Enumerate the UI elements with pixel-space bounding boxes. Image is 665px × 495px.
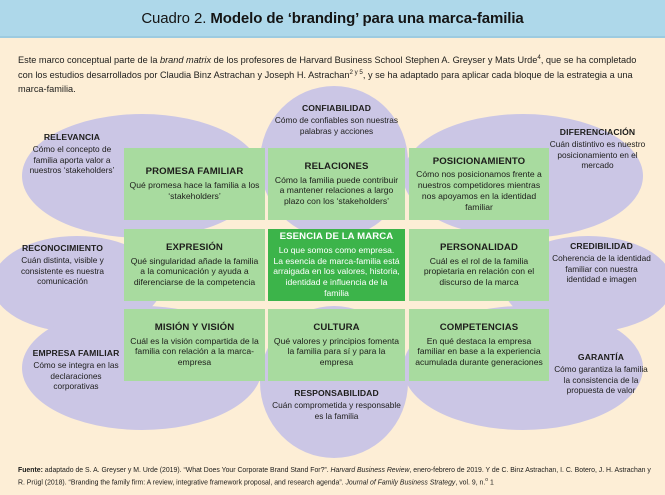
source-text3: , vol. 9, n. <box>455 479 486 487</box>
label-empresa-familiar-desc: Cómo se integra en las declaraciones cor… <box>33 360 119 392</box>
box-expresion-title: EXPRESIÓN <box>166 242 223 253</box>
box-posicionamiento-desc: Cómo nos posicionamos frente a nuestros … <box>416 169 542 212</box>
label-diferenciacion-title: DIFERENCIACIÓN <box>559 127 636 137</box>
intro-part4: , y se ha adaptado para aplicar cada blo… <box>18 69 633 94</box>
label-reconocimiento-desc: Cuán distinta, visible y consistente es … <box>20 255 105 287</box>
box-promesa-familiar[interactable]: PROMESA FAMILIAR Qué promesa hace la fam… <box>124 148 265 220</box>
intro-footnote-ref-1: 4 <box>537 54 541 62</box>
box-competencias[interactable]: COMPETENCIAS En qué destaca la empresa f… <box>409 309 549 381</box>
source-note: Fuente: adaptado de S. A. Greyser y M. U… <box>18 465 652 489</box>
figure-number: Cuadro 2. <box>141 9 207 27</box>
branding-model-diagram: PROMESA FAMILIAR Qué promesa hace la fam… <box>0 86 665 458</box>
box-mision-y-vision-desc: Cuál es la visión compartida de la famil… <box>130 335 259 368</box>
box-promesa-familiar-desc: Qué promesa hace la familia a los ‘stake… <box>129 179 260 201</box>
box-esencia-de-la-marca[interactable]: ESENCIA DE LA MARCA Lo que somos como em… <box>268 229 405 301</box>
box-personalidad-desc: Cuál es el rol de la familia propietaria… <box>423 255 535 288</box>
source-text1: adaptado de S. A. Greyser y M. Urde (201… <box>42 466 331 474</box>
box-expresion-desc: Qué singularidad añade la familia a la c… <box>130 255 259 288</box>
box-relaciones-desc: Cómo la familia puede contribuir a mante… <box>274 174 399 207</box>
label-empresa-familiar[interactable]: EMPRESA FAMILIAR Cómo se integra en las … <box>30 348 122 392</box>
source-journal-hbr: Harvard Business Review <box>330 466 410 474</box>
box-personalidad[interactable]: PERSONALIDAD Cuál es el rol de la famili… <box>409 229 549 301</box>
box-relaciones-title: RELACIONES <box>304 161 369 172</box>
box-cultura-title: CULTURA <box>313 322 360 333</box>
label-credibilidad[interactable]: CREDIBILIDAD Coherencia de la identidad … <box>548 241 655 285</box>
label-relevancia-desc: Cómo el concepto de familia aporta valor… <box>29 144 115 176</box>
intro-footnote-ref-2: 2 y 5 <box>349 68 363 76</box>
intro-paragraph: Este marco conceptual parte de la brand … <box>18 53 650 96</box>
source-journal-jfbs: Journal of Family Business Strategy <box>345 479 456 487</box>
source-ordinal-marker: o <box>485 477 489 484</box>
label-diferenciacion[interactable]: DIFERENCIACIÓN Cuán distintivo es nuestr… <box>545 127 650 171</box>
label-responsabilidad-desc: Cuán comprometida y responsable es la fa… <box>272 400 401 421</box>
page-title: Cuadro 2. Modelo de ‘branding’ para una … <box>141 10 523 27</box>
intro-italic-brand-matrix: brand matrix <box>159 55 212 66</box>
label-reconocimiento[interactable]: RECONOCIMIENTO Cuán distinta, visible y … <box>6 243 119 287</box>
label-confiabilidad[interactable]: CONFIABILIDAD Cómo de confiables son nue… <box>268 103 405 136</box>
label-relevancia[interactable]: RELEVANCIA Cómo el concepto de familia a… <box>22 132 122 176</box>
box-cultura-desc: Qué valores y principios fomenta la fami… <box>273 335 400 368</box>
figure-title-bar: Cuadro 2. Modelo de ‘branding’ para una … <box>0 0 665 38</box>
label-reconocimiento-title: RECONOCIMIENTO <box>22 243 103 253</box>
box-personalidad-title: PERSONALIDAD <box>440 242 518 253</box>
source-text2: , enero-febrero de 2019. Y de C. Binz As… <box>18 466 651 487</box>
box-esencia-de-la-marca-title: ESENCIA DE LA MARCA <box>279 231 394 243</box>
box-mision-y-vision[interactable]: MISIÓN Y VISIÓN Cuál es la visión compar… <box>124 309 265 381</box>
box-competencias-title: COMPETENCIAS <box>439 322 519 333</box>
label-credibilidad-title: CREDIBILIDAD <box>570 241 633 251</box>
box-relaciones[interactable]: RELACIONES Cómo la familia puede contrib… <box>268 148 405 220</box>
source-text4: 1 <box>488 479 494 487</box>
label-garantia[interactable]: GARANTÍA Cómo garantiza la familia la co… <box>551 352 651 396</box>
box-posicionamiento[interactable]: POSICIONAMIENTO Cómo nos posicionamos fr… <box>409 148 549 220</box>
label-diferenciacion-desc: Cuán distintivo es nuestro posicionamien… <box>549 139 646 171</box>
intro-part2: de los profesores de Harvard Business Sc… <box>211 55 538 66</box>
source-label: Fuente: <box>18 466 43 474</box>
label-empresa-familiar-title: EMPRESA FAMILIAR <box>32 348 120 358</box>
box-esencia-de-la-marca-desc: Lo que somos como empresa. La esencia de… <box>273 244 400 298</box>
figure-title: Modelo de ‘branding’ para una marca-fami… <box>210 9 524 27</box>
intro-part1: Este marco conceptual parte de la <box>18 55 160 66</box>
box-competencias-desc: En qué destaca la empresa familiar en ba… <box>415 335 543 368</box>
label-responsabilidad[interactable]: RESPONSABILIDAD Cuán comprometida y resp… <box>268 388 405 421</box>
intro-part3: , que se ha completado con los estudios … <box>18 55 637 80</box>
box-mision-y-vision-title: MISIÓN Y VISIÓN <box>154 322 235 333</box>
label-confiabilidad-title: CONFIABILIDAD <box>301 103 372 113</box>
label-responsabilidad-title: RESPONSABILIDAD <box>294 388 379 398</box>
label-confiabilidad-desc: Cómo de confiables son nuestras palabras… <box>274 115 399 136</box>
label-credibilidad-desc: Coherencia de la identidad familiar con … <box>552 253 651 285</box>
box-posicionamiento-title: POSICIONAMIENTO <box>432 155 526 167</box>
label-garantia-desc: Cómo garantiza la familia la consistenci… <box>554 364 648 396</box>
box-promesa-familiar-title: PROMESA FAMILIAR <box>145 166 244 178</box>
label-relevancia-title: RELEVANCIA <box>43 132 101 142</box>
box-expresion[interactable]: EXPRESIÓN Qué singularidad añade la fami… <box>124 229 265 301</box>
label-garantia-title: GARANTÍA <box>577 352 625 362</box>
box-cultura[interactable]: CULTURA Qué valores y principios fomenta… <box>268 309 405 381</box>
